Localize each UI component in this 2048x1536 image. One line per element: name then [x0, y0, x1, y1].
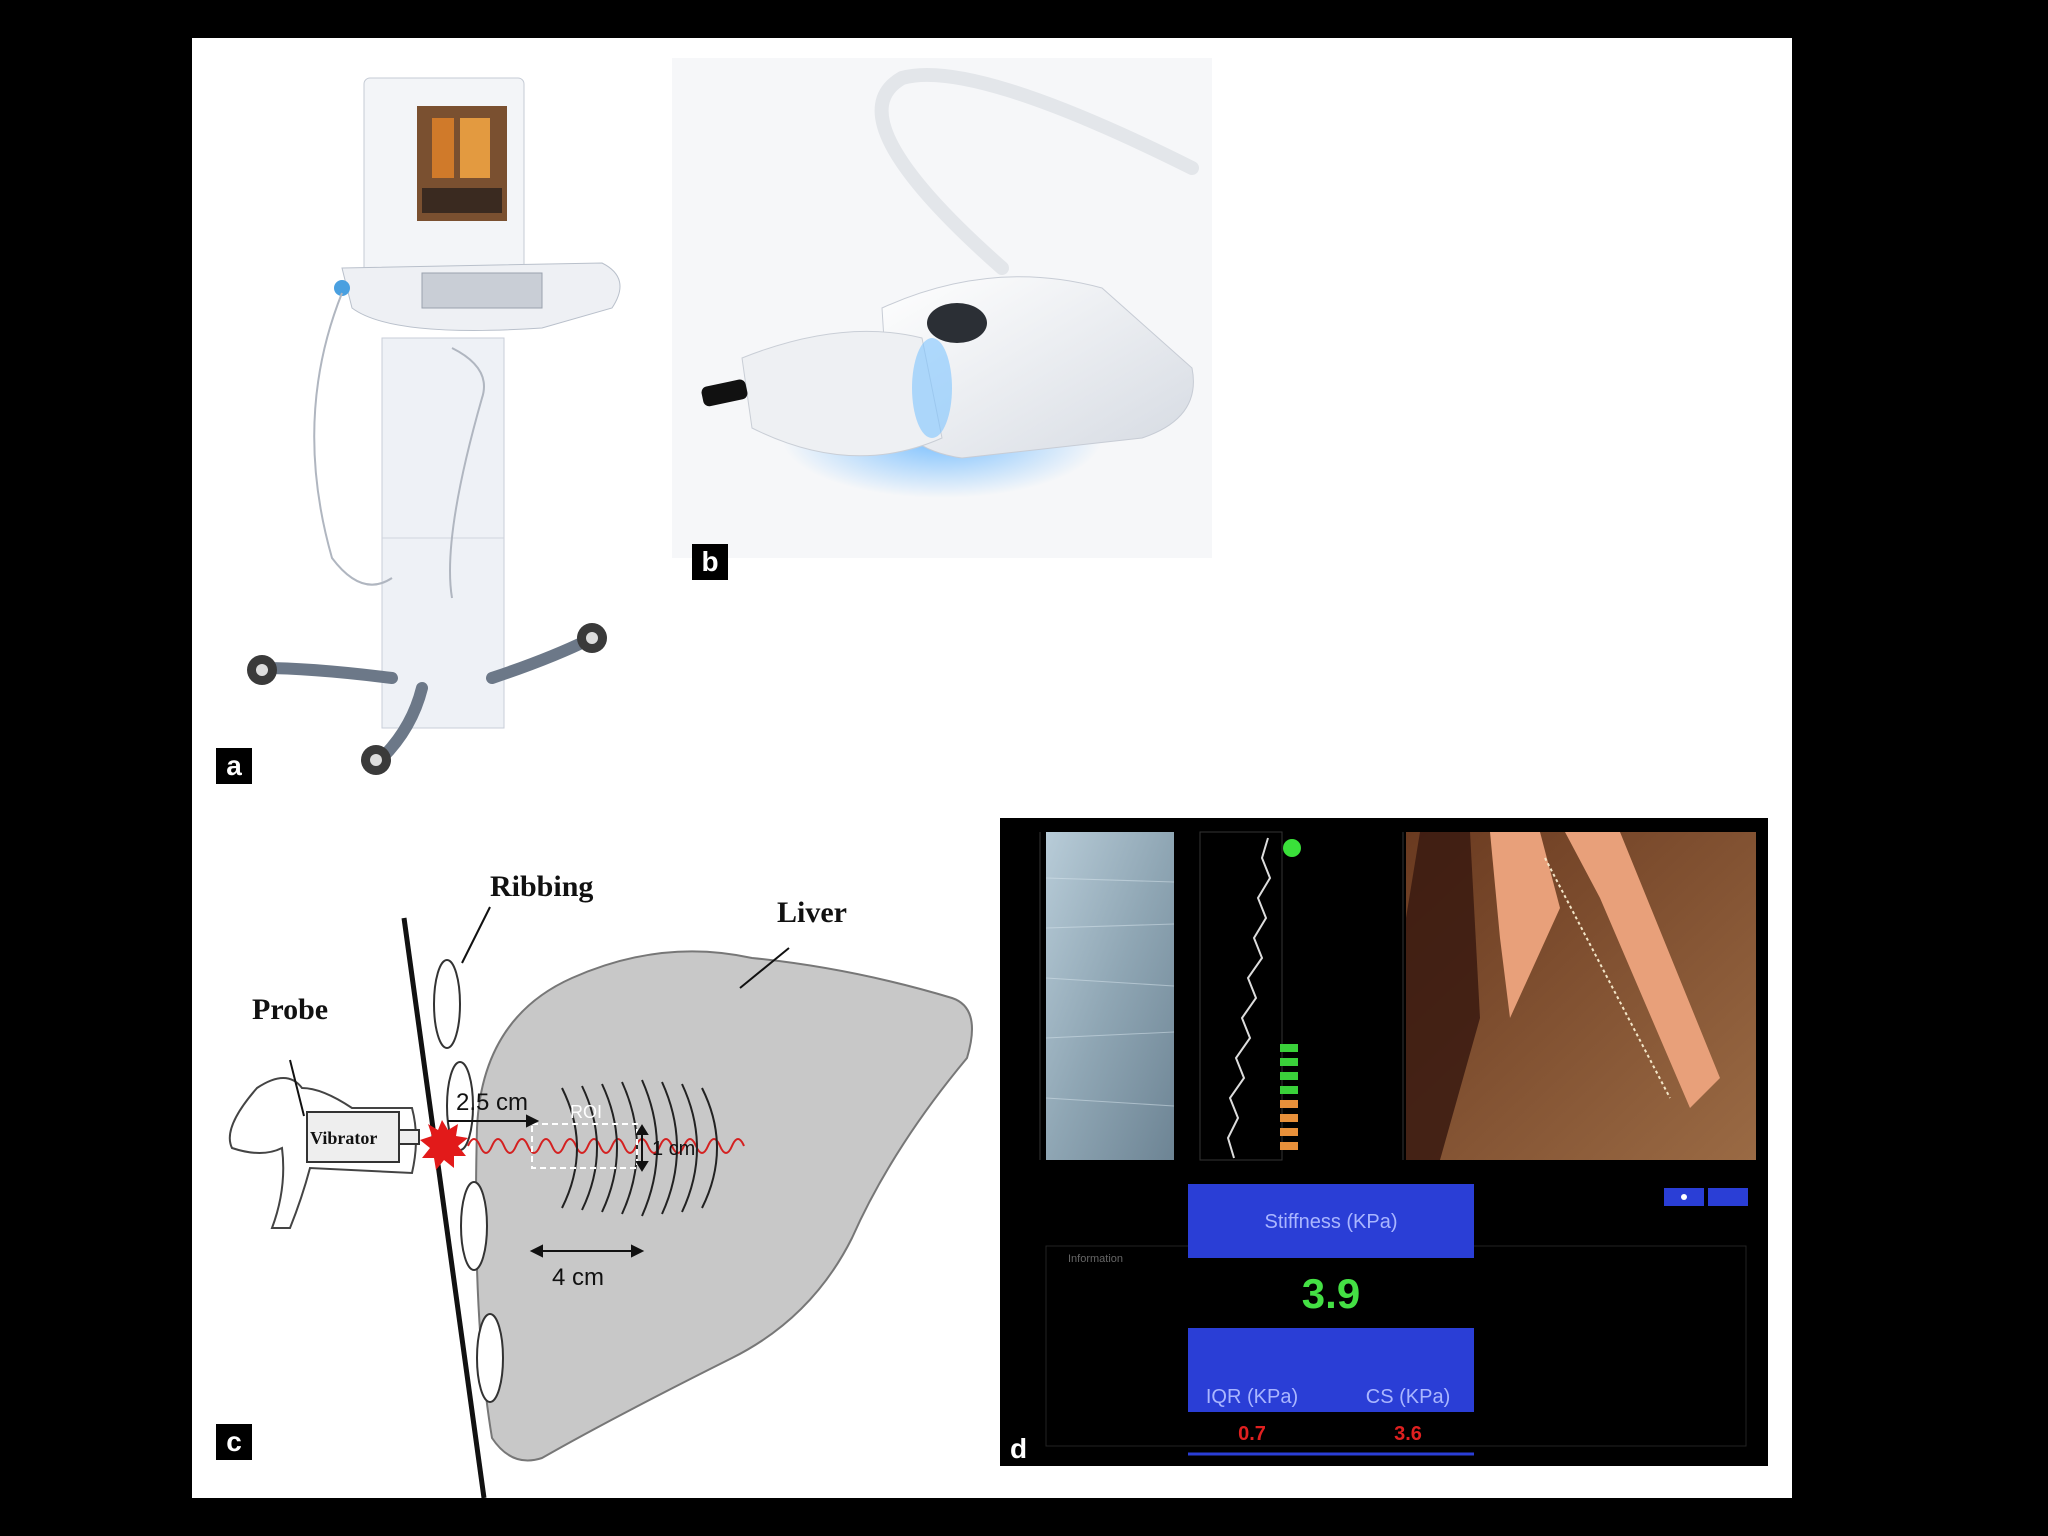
a-mode-signal: [1226, 837, 1272, 1159]
panel-c-tag: c: [216, 1424, 252, 1460]
probe-cable: [874, 67, 1199, 275]
label-ribbing: Ribbing: [490, 870, 593, 903]
iqr-label: IQR (KPa): [1206, 1386, 1298, 1408]
panel-b-probe-photo: [672, 58, 1212, 558]
signal-level-bars: [1280, 1044, 1298, 1150]
label-1cm: 1 cm: [652, 1138, 695, 1160]
liver-shape: [475, 950, 973, 1462]
chest-wall-line: [401, 917, 487, 1498]
screen-graphics: Stiffness (KPa) 3.9 Information IQR (KPa…: [1010, 831, 1756, 1464]
panel-a-device-illustration: [247, 77, 621, 775]
label-liver: Liver: [777, 896, 847, 929]
status-light: [1283, 839, 1301, 857]
ultrasound-m-mode: [1046, 832, 1174, 1160]
a-mode-panel: [1199, 831, 1283, 1161]
roi-box: [531, 1123, 638, 1169]
screen-button-2[interactable]: [1708, 1188, 1748, 1206]
label-roi: ROI: [570, 1102, 602, 1122]
probe-tip: [701, 379, 748, 407]
vibrator-box: [306, 1111, 400, 1163]
label-4cm: 4 cm: [552, 1264, 604, 1291]
iqr-value: 0.7: [1238, 1423, 1266, 1445]
probe-holder: [334, 280, 350, 296]
stiffness-value: 3.9: [1302, 1270, 1360, 1317]
shock-burst: [420, 1120, 468, 1170]
keyboard: [421, 272, 543, 309]
iqr-cs-header: [1188, 1328, 1474, 1412]
rib: [460, 1181, 488, 1271]
panel-a-tag: a: [216, 748, 252, 784]
rib: [433, 959, 461, 1049]
probe-button: [927, 303, 987, 343]
panel-d-tag: d: [1010, 1433, 1027, 1464]
stiffness-label: Stiffness (KPa): [1264, 1211, 1397, 1233]
label-vibrator: Vibrator: [310, 1128, 377, 1148]
panel-d-screen: Stiffness (KPa) 3.9 Information IQR (KPa…: [1000, 818, 1768, 1466]
cs-value: 3.6: [1394, 1423, 1422, 1445]
label-probe: Probe: [252, 993, 328, 1026]
stiffness-header: [1188, 1184, 1474, 1258]
panel-c-schematic: Ribbing Liver Probe Vibrator ROI 2.5 cm …: [228, 870, 973, 1498]
device-column: [381, 337, 505, 729]
information-label: Information: [1068, 1253, 1123, 1265]
wavefront-arcs: [561, 1079, 718, 1217]
cs-label: CS (KPa): [1366, 1386, 1450, 1408]
probe-head: [741, 330, 943, 457]
rib: [476, 1313, 504, 1403]
panel-b-tag: b: [692, 544, 728, 580]
figure: a b: [192, 38, 1792, 1498]
label-2-5cm: 2.5 cm: [456, 1089, 528, 1116]
